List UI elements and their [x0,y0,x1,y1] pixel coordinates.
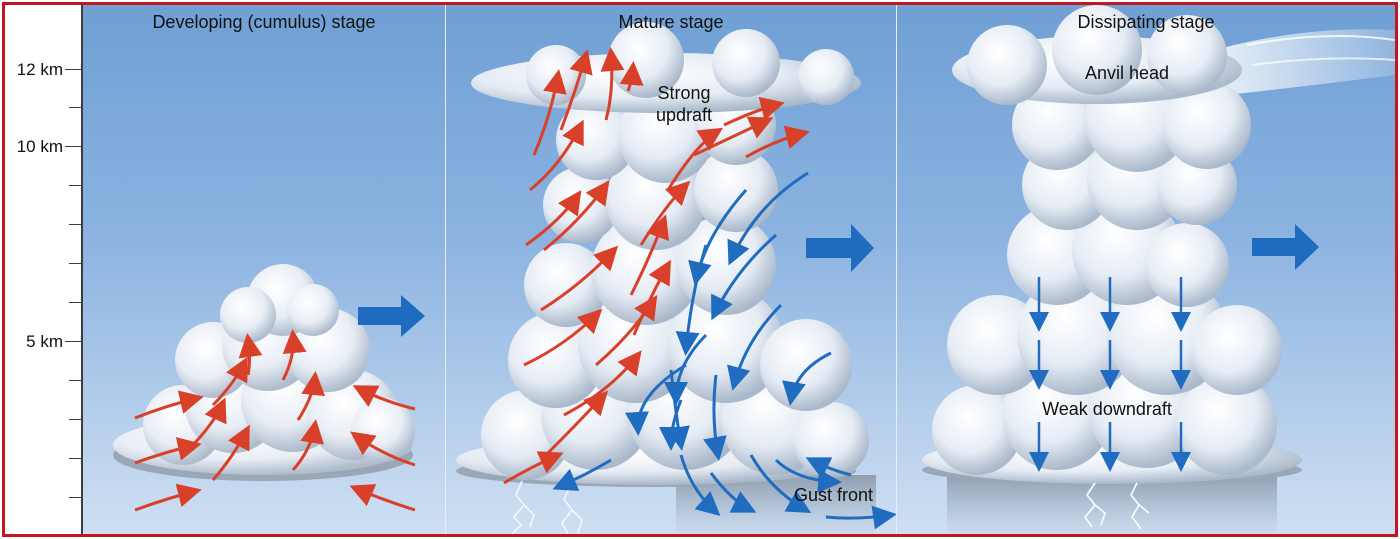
label-gust-front: Gust front [794,484,894,506]
panel-dissipating-stage: Dissipating stage Anvil head Weak downdr… [897,5,1395,534]
axis-label-10km: 10 km [11,137,63,157]
axis-tick [69,497,82,498]
axis-tick [69,224,82,225]
axis-tick [69,302,82,303]
axis-tick [69,419,82,420]
stage-title-dissipating: Dissipating stage [897,11,1395,33]
axis-tick [65,69,82,70]
axis-tick [69,458,82,459]
axis-tick [65,341,82,342]
motion-arrow-icon [358,295,425,337]
panel-developing-stage: Developing (cumulus) stage [83,5,445,534]
stage-title-mature: Mature stage [446,11,896,33]
axis-tick [69,263,82,264]
axis-label-5km: 5 km [11,332,63,352]
altitude-axis: 12 km 10 km 5 km [5,5,83,534]
label-anvil-head: Anvil head [1067,62,1187,84]
axis-tick [69,107,82,108]
panel-mature-stage: Mature stage Strong updraft Gust front [446,5,896,534]
axis-label-12km: 12 km [11,60,63,80]
rain-shaft [947,477,1277,534]
motion-arrow-icon [806,224,874,272]
label-weak-downdraft: Weak downdraft [1017,398,1197,420]
label-strong-updraft: Strong updraft [644,82,724,126]
axis-tick [65,146,82,147]
stage-title-developing: Developing (cumulus) stage [83,11,445,33]
axis-tick [69,185,82,186]
cumulus-cloud [113,264,415,481]
motion-arrow-icon [1252,224,1319,270]
lightning-icon [512,481,582,534]
axis-tick [69,380,82,381]
